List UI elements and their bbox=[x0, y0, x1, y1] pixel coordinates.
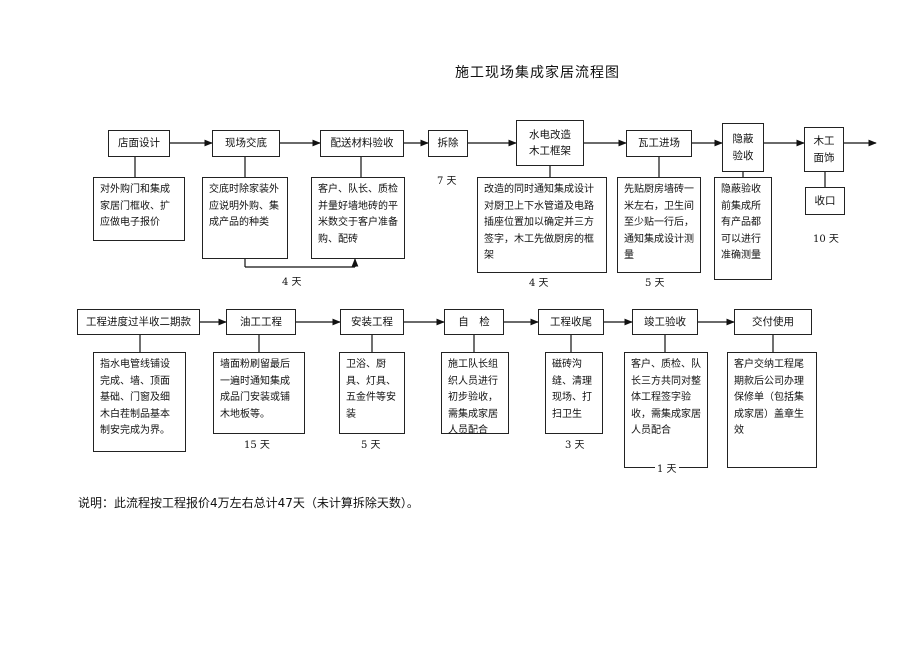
step-installation: 安装工程 bbox=[340, 309, 404, 335]
detail-midway-payment: 指水电管线铺设完成、墙、顶面基础、门窗及细木白茬制品基本制安完成为界。 bbox=[93, 352, 186, 452]
step-demolition: 拆除 bbox=[428, 130, 468, 157]
detail-painting: 墙面粉刷留最后一遍时通知集成成品门安装或铺木地板等。 bbox=[213, 352, 305, 434]
duration-label: 15 天 bbox=[244, 440, 270, 451]
detail-finishing: 磁砖沟缝、清理现场、打扫卫生 bbox=[545, 352, 603, 434]
step-carpentry-finish: 木工 面饰 bbox=[804, 127, 844, 172]
duration-label: 1 天 bbox=[655, 460, 679, 475]
step-handover-use: 交付使用 bbox=[734, 309, 812, 335]
step-self-inspection: 自 检 bbox=[444, 309, 504, 335]
duration-label: 10 天 bbox=[813, 234, 839, 245]
detail-carpentry-finish: 收口 bbox=[805, 187, 845, 215]
detail-self-inspection: 施工队长组织人员进行初步验收，需集成家居人员配合 bbox=[441, 352, 509, 436]
detail-completion-acceptance: 客户、质检、队长三方共同对整体工程签字验收，需集成家居人员配合 bbox=[624, 352, 708, 468]
detail-material-inspection: 客户、队长、质检并量好墙地砖的平米数交于客户准备购、配砖 bbox=[311, 177, 405, 259]
duration-label: 5 天 bbox=[645, 278, 665, 289]
page-title: 施工现场集成家居流程图 bbox=[455, 65, 620, 81]
step-completion-acceptance: 竣工验收 bbox=[632, 309, 698, 335]
step-painting: 油工工程 bbox=[226, 309, 296, 335]
duration-label: 4 天 bbox=[529, 278, 549, 289]
footnote: 说明：此流程按工程报价4万左右总计47天（未计算拆除天数）。 bbox=[78, 496, 419, 510]
step-concealed-inspection: 隐蔽 验收 bbox=[722, 123, 764, 172]
duration-label: 4 天 bbox=[282, 277, 302, 288]
duration-label: 5 天 bbox=[361, 440, 381, 451]
step-plumbing-carpentry-frame: 水电改造 木工框架 bbox=[516, 120, 584, 166]
step-material-inspection: 配送材料验收 bbox=[320, 130, 404, 157]
step-midway-payment: 工程进度过半收二期款 bbox=[77, 309, 200, 335]
duration-label: 3 天 bbox=[565, 440, 585, 451]
detail-tiling: 先贴厨房墙砖一米左右，卫生间至少贴一行后，通知集成设计测量 bbox=[617, 177, 701, 273]
step-store-design: 店面设计 bbox=[108, 130, 170, 157]
step-finishing: 工程收尾 bbox=[538, 309, 604, 335]
detail-installation: 卫浴、厨具、灯具、五金件等安装 bbox=[339, 352, 405, 434]
step-tiling: 瓦工进场 bbox=[626, 130, 692, 157]
detail-concealed-inspection: 隐蔽验收前集成所有产品都可以进行准确测量 bbox=[714, 177, 772, 280]
step-site-handover: 现场交底 bbox=[212, 130, 280, 157]
duration-label: 7 天 bbox=[437, 176, 457, 187]
detail-plumbing-carpentry: 改造的同时通知集成设计对厨卫上下水管道及电路插座位置加以确定并三方签字，木工先做… bbox=[477, 177, 607, 273]
detail-site-handover: 交底时除家装外应说明外购、集成产品的种类 bbox=[202, 177, 288, 259]
detail-handover-use: 客户交纳工程尾期款后公司办理保修单（包括集成家居）盖章生效 bbox=[727, 352, 817, 468]
detail-store-design: 对外购门和集成家居门框收、扩应做电子报价 bbox=[93, 177, 185, 241]
